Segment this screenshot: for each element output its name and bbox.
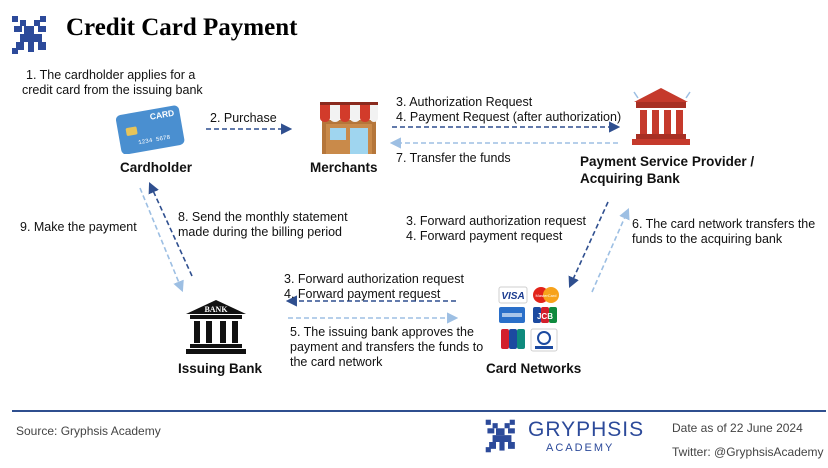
step-3-authorization-text: 3. Authorization Request <box>396 95 533 109</box>
issuing-bank-icon: BANK <box>184 298 248 361</box>
forward-bottom-line2: 4. Forward payment request <box>284 287 441 301</box>
forward-right-line1: 3. Forward authorization request <box>406 214 586 228</box>
footer-brand-sub: ACADEMY <box>546 442 615 454</box>
footer-source: Source: Gryphsis Academy <box>16 424 161 438</box>
arrow-network-to-acquirer <box>591 207 630 293</box>
svg-text:VISA: VISA <box>501 291 524 302</box>
footer-date: Date as of 22 June 2024 <box>672 421 803 435</box>
card-label: CARD <box>149 108 175 122</box>
forward-bottom-line1: 3. Forward authorization request <box>284 272 464 286</box>
arrow-make-payment <box>139 187 184 293</box>
card-networks-label: Card Networks <box>486 361 582 376</box>
psp-label-line2: Acquiring Bank <box>580 171 680 186</box>
bank-building-icon <box>630 86 692 153</box>
forward-right-line2: 4. Forward payment request <box>406 229 563 243</box>
step-7-text: 7. Transfer the funds <box>396 151 511 165</box>
footer-gryphon-logo-icon <box>484 418 520 459</box>
store-icon <box>318 100 380 161</box>
unionpay-logo <box>501 329 525 349</box>
credit-card-icon: CARD 1234 5678 <box>112 104 188 159</box>
psp-label-line1: Payment Service Provider / <box>580 154 755 169</box>
step-5-text-line1: 5. The issuing bank approves the <box>290 325 474 339</box>
diners-club-logo <box>530 328 558 352</box>
step-4-payment-request-text: 4. Payment Request (after authorization) <box>396 110 622 124</box>
svg-text:JCB: JCB <box>537 312 553 321</box>
jcb-logo: JCB <box>533 307 557 323</box>
svg-text:MasterCard: MasterCard <box>536 293 557 298</box>
step-1-text-line2: credit card from the issuing bank <box>22 83 203 97</box>
footer-divider <box>12 410 826 412</box>
step-8-text-line1: 8. Send the monthly statement <box>178 210 348 224</box>
step-6-text-line2: funds to the acquiring bank <box>632 232 783 246</box>
visa-logo <box>498 286 528 304</box>
step-5-text-line3: the card network <box>290 355 383 369</box>
footer-twitter: Twitter: @GryphsisAcademy <box>672 445 824 459</box>
gryphon-logo-icon <box>10 14 52 61</box>
card-networks-icon: VISA MasterCard JCB <box>497 285 565 360</box>
step-9-text: 9. Make the payment <box>20 220 137 234</box>
footer-brand-name: GRYPHSIS <box>528 418 645 441</box>
step-1-text-line1: 1. The cardholder applies for a <box>26 68 196 82</box>
bank-sign-text: BANK <box>204 305 228 314</box>
cardholder-label: Cardholder <box>120 160 193 175</box>
page-title: Credit Card Payment <box>66 14 298 41</box>
arrow-forward-to-network <box>568 201 609 289</box>
step-6-text-line1: 6. The card network transfers the <box>632 217 816 231</box>
step-5-text-line2: payment and transfers the funds to <box>290 340 484 354</box>
mastercard-logo: MasterCard <box>533 287 559 303</box>
arrow-monthly-statement <box>148 181 193 277</box>
step-8-text-line2: made during the billing period <box>178 225 342 239</box>
merchants-label: Merchants <box>310 160 378 175</box>
issuing-bank-label: Issuing Bank <box>178 361 263 376</box>
step-2-text: 2. Purchase <box>210 111 277 125</box>
